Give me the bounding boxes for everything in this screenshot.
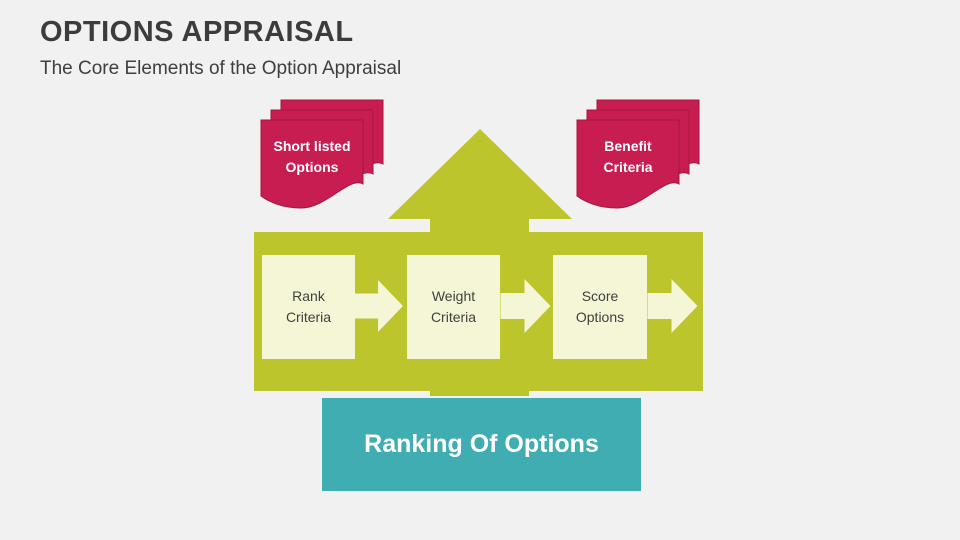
step-score-options: Score Options xyxy=(553,255,647,359)
input-benefit-criteria: Benefit Criteria xyxy=(577,136,679,178)
right-arrow-icon xyxy=(500,279,551,333)
arrow-head xyxy=(388,129,572,219)
result-ranking-of-options: Ranking Of Options xyxy=(322,398,641,491)
stacked-flags-icon xyxy=(576,99,700,209)
right-arrow-icon xyxy=(647,279,698,333)
result-label: Ranking Of Options xyxy=(364,430,599,458)
page-subtitle: The Core Elements of the Option Appraisa… xyxy=(40,58,402,79)
stacked-flags-icon xyxy=(260,99,384,209)
step-label: Score Options xyxy=(575,288,625,325)
step-label: Weight Criteria xyxy=(430,288,477,325)
input-short-listed-options: Short listed Options xyxy=(261,136,363,178)
right-arrow-icon xyxy=(355,280,403,332)
step-rank-criteria: Rank Criteria xyxy=(262,255,355,359)
input-label: Short listed Options xyxy=(273,138,351,175)
step-weight-criteria: Weight Criteria xyxy=(407,255,500,359)
page-title: OPTIONS APPRAISAL xyxy=(40,16,354,48)
step-label: Rank Criteria xyxy=(285,288,332,325)
input-label: Benefit Criteria xyxy=(603,138,653,175)
